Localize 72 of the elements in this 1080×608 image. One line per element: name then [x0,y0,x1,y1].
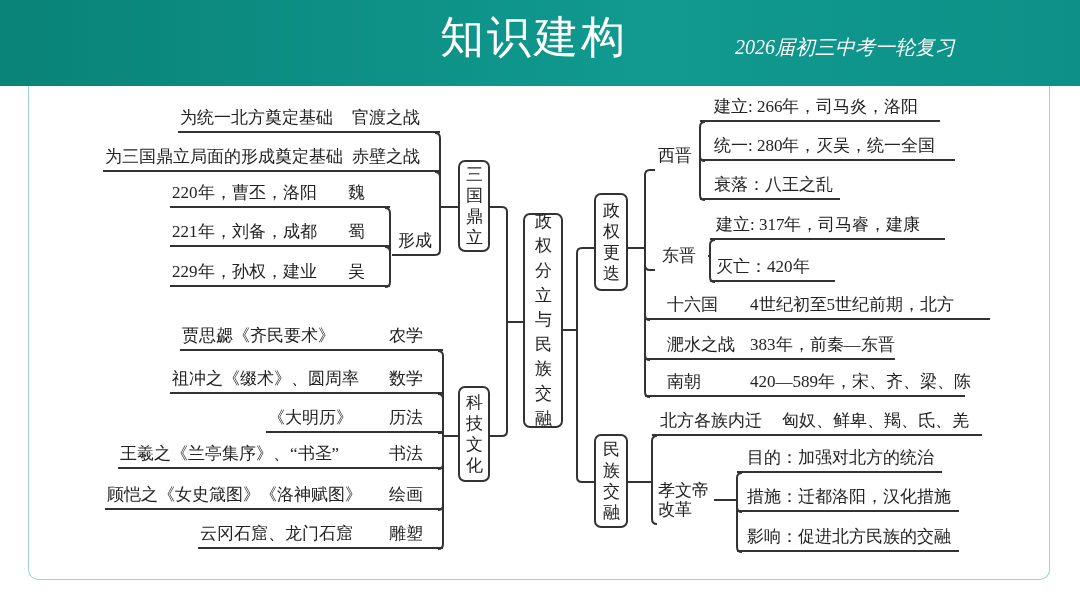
row-text: 衰落：八王之乱 [714,176,833,195]
branch-label: 西晋 [650,140,700,170]
row-text: 匈奴、鲜卑、羯、氐、羌 [782,412,969,431]
branch-label: 形成 [390,222,440,255]
bracket-line [437,435,459,550]
bracket-line [699,154,706,201]
topic-box: 政权分立与民族交融 [523,213,563,428]
row-text: 措施：迁都洛阳，汉化措施 [747,488,951,507]
row-text: 书法 [389,445,423,464]
branch-label: 东晋 [650,242,708,270]
row-text: 云冈石窟、龙门石窟 [200,525,353,544]
underlined-row [103,144,440,172]
underlined-row [170,219,390,247]
title: 知识建构 [440,14,628,63]
topic-box: 三国鼎立 [458,160,490,252]
underlined-row [180,323,443,351]
row-text: 数学 [389,370,423,389]
row-text: 420—589年，宋、齐、梁、陈 [750,373,971,392]
row-text: 383年，前秦—东晋 [750,336,895,355]
row-text: 220年，曹丕，洛阳 [172,184,317,203]
row-text: 统一: 280年，灭吴，统一全国 [714,137,936,156]
bracket-line [713,499,743,553]
bracket-line [707,255,716,283]
row-text: 《大明历》 [268,409,353,428]
row-text: 灭亡：420年 [716,258,810,277]
row-text: 229年，孙权，建业 [172,263,317,282]
row-text: 绘画 [389,486,423,505]
row-text: 十六国 [667,296,718,315]
row-text: 顾恺之《女史箴图》《洛神赋图》 [107,486,362,505]
row-text: 祖冲之《缀术》、圆周率 [172,370,359,389]
underlined-row [700,94,940,122]
subtitle: 2026届初三中考一轮复习 [735,36,955,58]
row-text: 北方各族内迁 [660,412,762,431]
topic-box: 民族交融 [594,434,628,528]
row-text: 4世纪初至5世纪前期，北方 [750,296,954,315]
row-text: 南朝 [667,373,701,392]
row-text: 雕塑 [389,525,423,544]
bracket-line [707,239,716,257]
topic-box: 科技文化 [458,386,490,482]
row-text: 官渡之战 [352,109,420,128]
row-text: 为统一北方奠定基础 [180,109,333,128]
underlined-row [118,441,443,469]
underlined-row [178,105,440,133]
row-text: 贾思勰《齐民要术》 [182,327,335,346]
row-text: 目的：加强对北方的统治 [747,449,934,468]
row-text: 淝水之战 [667,336,735,355]
bracket-line [391,206,459,256]
row-text: 建立: 266年，司马炎，洛阳 [714,98,919,117]
underlined-row [105,482,443,510]
row-text: 221年，刘备，成都 [172,223,317,242]
bracket-line [699,121,706,156]
row-text: 吴 [348,263,365,282]
row-text: 影响：促进北方民族的交融 [747,528,951,547]
underlined-row [170,366,443,394]
row-text: 赤壁之战 [352,148,420,167]
underlined-row [700,172,840,200]
bracket-line [627,481,658,525]
underlined-row [198,521,443,549]
topic-box: 政权更迭 [594,193,628,291]
row-text: 建立: 317年，司马睿，建康 [716,216,921,235]
underlined-row [710,254,835,282]
underlined-row [645,332,895,360]
row-text: 农学 [389,327,423,346]
bracket-line [384,254,391,288]
row-text: 王羲之《兰亭集序》、“书圣” [120,445,340,464]
underlined-row [710,212,945,240]
row-text: 蜀 [348,223,365,242]
underlined-row [737,524,959,552]
row-text: 历法 [389,409,423,428]
branch-label: 孝文帝改革 [652,476,714,524]
row-text: 为三国鼎立局面的形成奠定基础 [105,148,343,167]
row-text: 魏 [348,184,365,203]
